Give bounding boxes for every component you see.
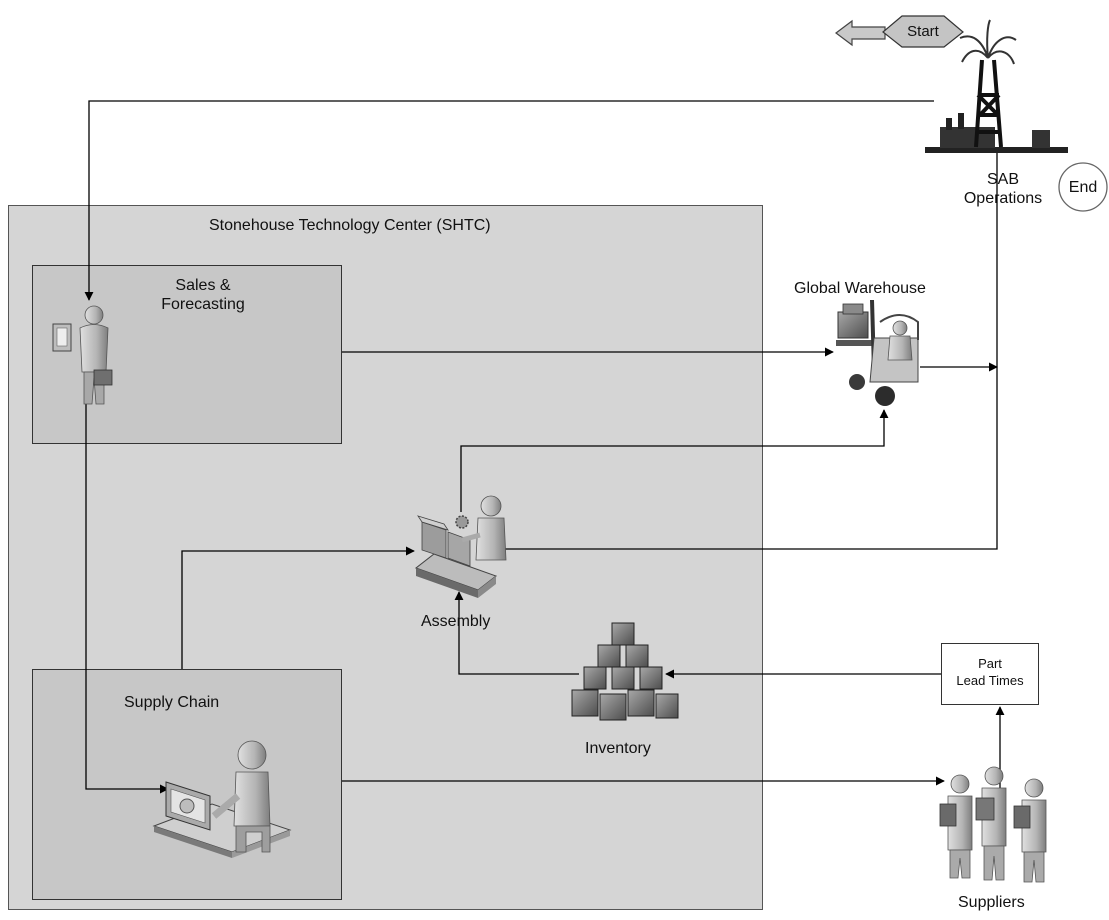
computer-user-icon	[154, 741, 290, 858]
forklift-icon	[836, 300, 918, 406]
boxes-icon	[572, 623, 678, 720]
end-label: End	[1060, 178, 1106, 197]
salesperson-icon	[53, 306, 112, 404]
global-warehouse-label: Global Warehouse	[794, 279, 926, 298]
edge-sales-to-supplychain	[86, 402, 168, 789]
sales-forecasting-label-line1: Sales &	[135, 276, 271, 295]
start-label: Start	[898, 22, 948, 41]
assembly-label: Assembly	[421, 612, 490, 631]
edge-assembly-to-sab	[482, 148, 997, 549]
part-lead-times-label: Part Lead Times	[941, 655, 1039, 689]
sales-forecasting-label: Sales & Forecasting	[135, 276, 271, 314]
edge-supplychain-to-assembly	[182, 551, 414, 669]
suppliers-label: Suppliers	[958, 893, 1025, 912]
part-lead-times-label-line2: Lead Times	[941, 672, 1039, 689]
sab-operations-label: SAB Operations	[958, 170, 1048, 208]
suppliers-group-icon	[940, 767, 1046, 882]
edge-sab-to-sales	[89, 101, 934, 300]
sales-forecasting-label-line2: Forecasting	[135, 295, 271, 314]
edge-assembly-to-warehouse	[461, 410, 884, 512]
sab-operations-label-line2: Operations	[958, 189, 1048, 208]
part-lead-times-label-line1: Part	[941, 655, 1039, 672]
sab-operations-label-line1: SAB	[958, 170, 1048, 189]
inventory-label: Inventory	[585, 739, 651, 758]
start-arrow-icon	[836, 21, 885, 45]
edge-inventory-to-assembly	[459, 592, 579, 674]
supply-chain-label: Supply Chain	[124, 693, 219, 712]
container-title: Stonehouse Technology Center (SHTC)	[209, 216, 491, 235]
